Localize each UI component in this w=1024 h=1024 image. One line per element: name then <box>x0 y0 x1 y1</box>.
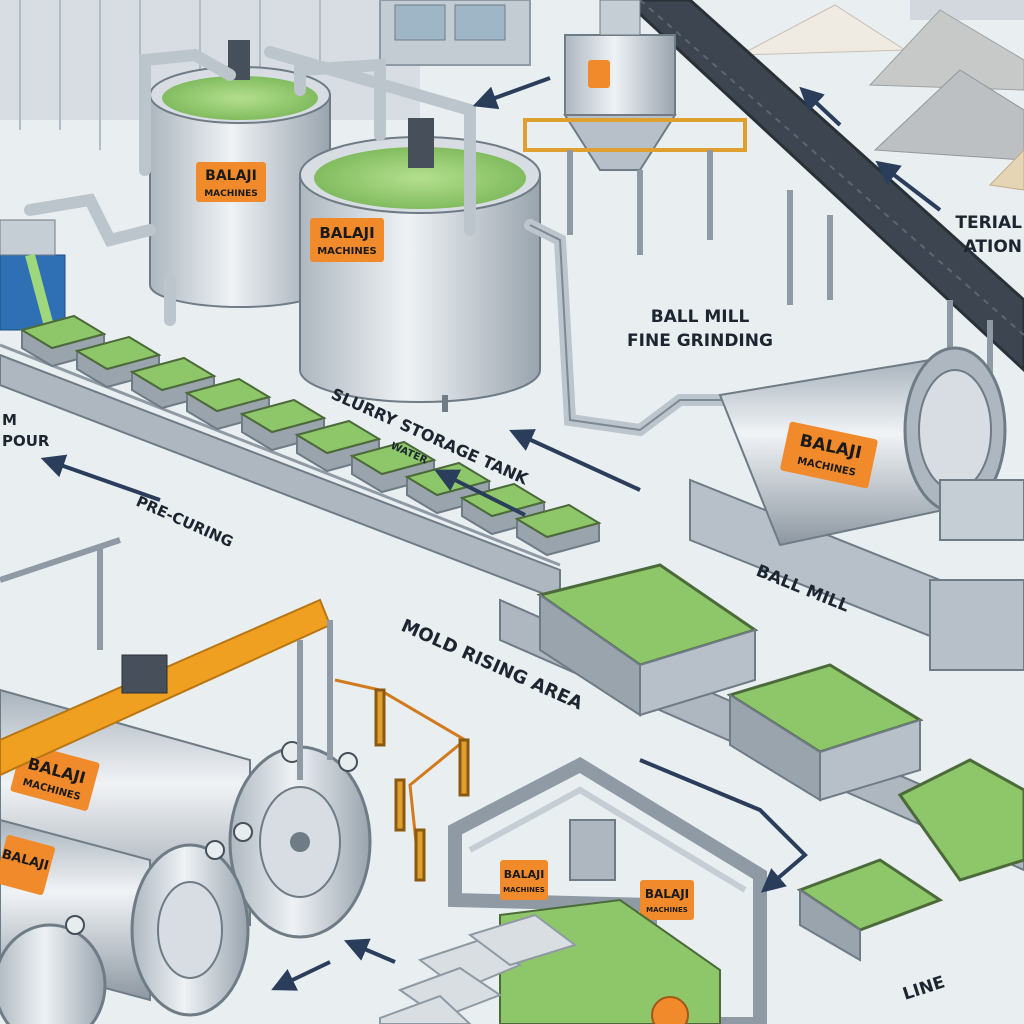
overhead-crane <box>0 537 333 780</box>
label-cutting-line: LINE <box>900 972 947 1004</box>
pressure-gauge-icon <box>65 915 85 935</box>
large-molds <box>536 563 1024 962</box>
brand-badge <box>310 218 384 262</box>
mixer-unit <box>0 219 66 332</box>
flow-arrows <box>40 76 942 991</box>
label-ball-mill-fine: BALL MILL <box>651 307 750 327</box>
pipe-outlines <box>529 224 740 432</box>
small-molds <box>19 314 602 557</box>
back-wall <box>0 0 1024 150</box>
brand-badge <box>780 421 878 489</box>
slurry-tank-left <box>149 40 331 308</box>
mold-tray <box>514 503 602 557</box>
raw-material-piles <box>739 4 1024 191</box>
brand-badge <box>196 162 266 202</box>
brand-sub: MACHINES <box>646 906 688 914</box>
label-pre-curing: PRE-CURING <box>133 492 236 551</box>
label-material: TERIAL <box>955 213 1022 233</box>
brand-sub: MACHINES <box>204 189 258 199</box>
brand-name: BALAJI <box>504 868 545 881</box>
brand-name: BALAJI <box>205 168 257 184</box>
pressure-gauge-icon <box>205 840 225 860</box>
pressure-gauge-icon <box>233 822 253 842</box>
brand-sub: MACHINES <box>317 246 377 257</box>
hard-hat-icon <box>651 996 689 1024</box>
cutting-machine <box>448 756 767 1024</box>
brand-logo-icon <box>588 60 610 88</box>
brand-sub: MACHINES <box>503 886 545 894</box>
brand-name: BALAJI <box>645 887 689 901</box>
brand-badge <box>640 880 694 920</box>
autoclaves <box>0 688 372 1024</box>
brand-name: BALAJI <box>319 224 374 242</box>
label-mold-pour-m: M <box>2 411 17 429</box>
label-mold-pour: POUR <box>2 432 50 450</box>
brand-badge <box>500 860 548 900</box>
pressure-gauge-icon <box>338 752 358 772</box>
label-fine-grinding: FINE GRINDING <box>627 331 773 351</box>
feed-hopper <box>523 0 747 255</box>
label-material-2: ATION <box>964 237 1022 257</box>
ball-mill <box>689 346 1024 671</box>
brand-badge <box>0 835 55 895</box>
cut-blocks <box>379 913 578 1024</box>
safety-barrier <box>334 678 470 882</box>
slurry-tank-right <box>299 118 541 412</box>
